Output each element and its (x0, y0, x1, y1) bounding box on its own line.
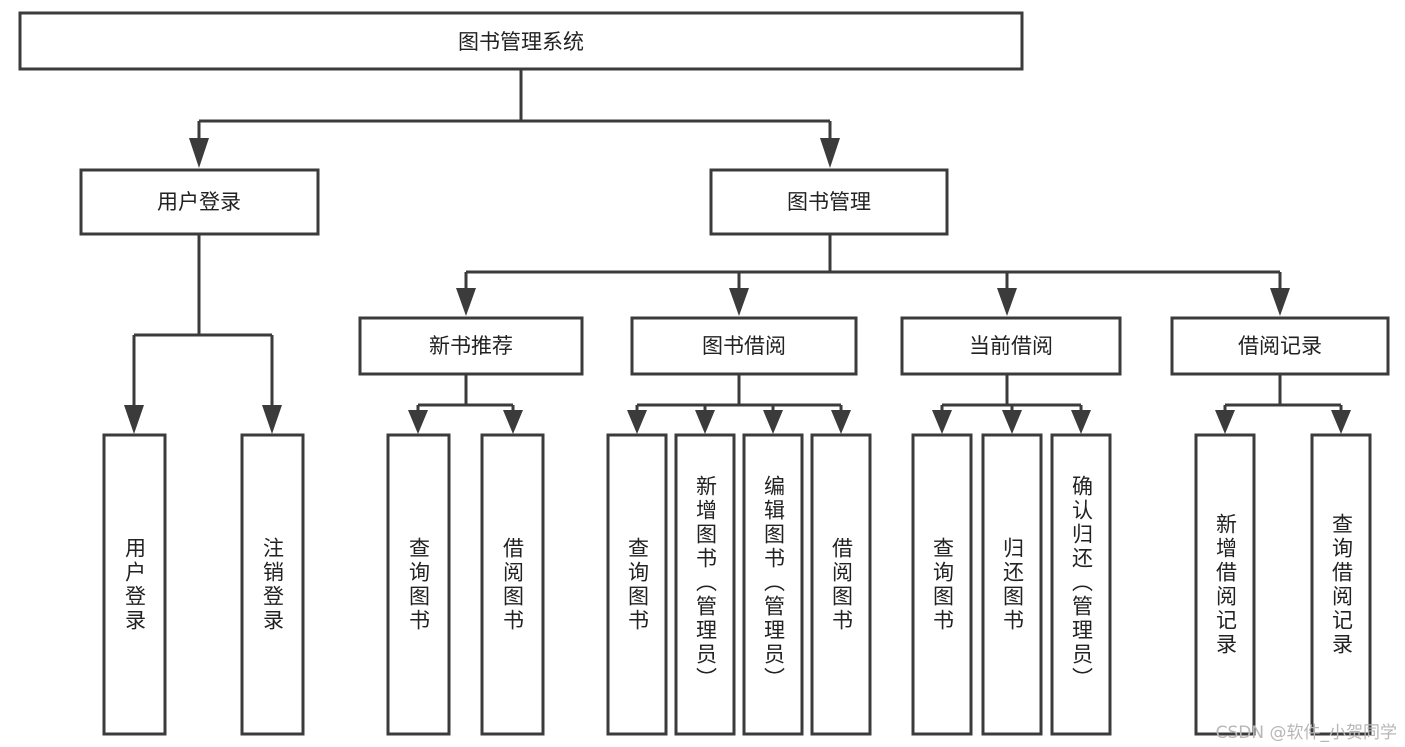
arrow-head-current-borrow (997, 288, 1017, 316)
leaf-query-record-box[interactable] (1310, 433, 1372, 736)
node-user-login-label: 用户登录 (157, 190, 241, 214)
leaf-return-book-box[interactable] (981, 433, 1043, 736)
leaf-borrow-book-1-box[interactable] (480, 433, 545, 736)
arrow-head-leaf-query-record (1331, 410, 1351, 434)
node-book-borrow-label: 图书借阅 (702, 334, 786, 358)
leaf-query-book-2-box[interactable] (606, 433, 668, 736)
node-book-borrow-box[interactable] (630, 316, 858, 376)
arrow-head-leaf-borrow-book-2 (831, 410, 851, 434)
arrow-head-leaf-borrow-book-1 (503, 410, 523, 434)
arrow-head-user-login (189, 138, 209, 168)
arrow-head-borrow-record (1270, 288, 1290, 316)
leaf-query-book-3-box[interactable] (911, 433, 973, 736)
node-borrow-record-label: 借阅记录 (1238, 334, 1322, 358)
node-current-borrow-label: 当前借阅 (969, 334, 1053, 358)
arrow-head-leaf-add-book (695, 410, 715, 434)
node-current-borrow-box[interactable] (900, 316, 1122, 376)
arrow-head-leaf-confirm-return (1071, 410, 1091, 434)
node-borrow-record-box[interactable] (1170, 316, 1390, 376)
arrow-head-leaf-query-book-3 (932, 410, 952, 434)
arrow-head-new-book-rec (456, 288, 476, 316)
leaf-user-login-box[interactable] (102, 433, 167, 736)
arrow-head-book-mgmt (820, 138, 840, 168)
node-user-login-box[interactable] (79, 168, 320, 236)
leaf-add-record-box[interactable] (1194, 433, 1256, 736)
connector-layer (124, 69, 1351, 434)
node-new-book-rec-box[interactable] (358, 316, 584, 376)
leaf-borrow-book-2-box[interactable] (810, 433, 872, 736)
arrow-head-leaf-user-login (124, 405, 144, 434)
arrow-head-leaf-add-record (1215, 410, 1235, 434)
arrow-head-leaf-query-book-1 (408, 410, 428, 434)
arrow-head-leaf-edit-book (763, 410, 783, 434)
node-root-box[interactable] (18, 11, 1024, 71)
node-book-mgmt-box[interactable] (709, 168, 949, 236)
node-root-label: 图书管理系统 (458, 30, 584, 54)
node-book-mgmt-label: 图书管理 (787, 190, 871, 214)
node-layer: 图书管理系统 用户登录 图书管理 新书推荐 图书借阅 当前借阅 借阅记录 (18, 11, 1390, 736)
leaf-query-book-1-box[interactable] (386, 433, 451, 736)
leaf-add-book-box[interactable] (674, 433, 736, 736)
arrow-head-leaf-query-book-2 (627, 410, 647, 434)
leaf-logout-box[interactable] (240, 433, 305, 736)
csdn-watermark: CSDN @软件_小贺同学 (1215, 723, 1397, 743)
node-new-book-rec-label: 新书推荐 (429, 334, 513, 358)
leaf-confirm-return-box[interactable] (1050, 433, 1112, 736)
arrow-head-leaf-logout (262, 405, 282, 434)
arrow-head-book-borrow (729, 288, 749, 316)
leaf-edit-book-box[interactable] (742, 433, 804, 736)
arrow-head-leaf-return-book (1002, 410, 1022, 434)
